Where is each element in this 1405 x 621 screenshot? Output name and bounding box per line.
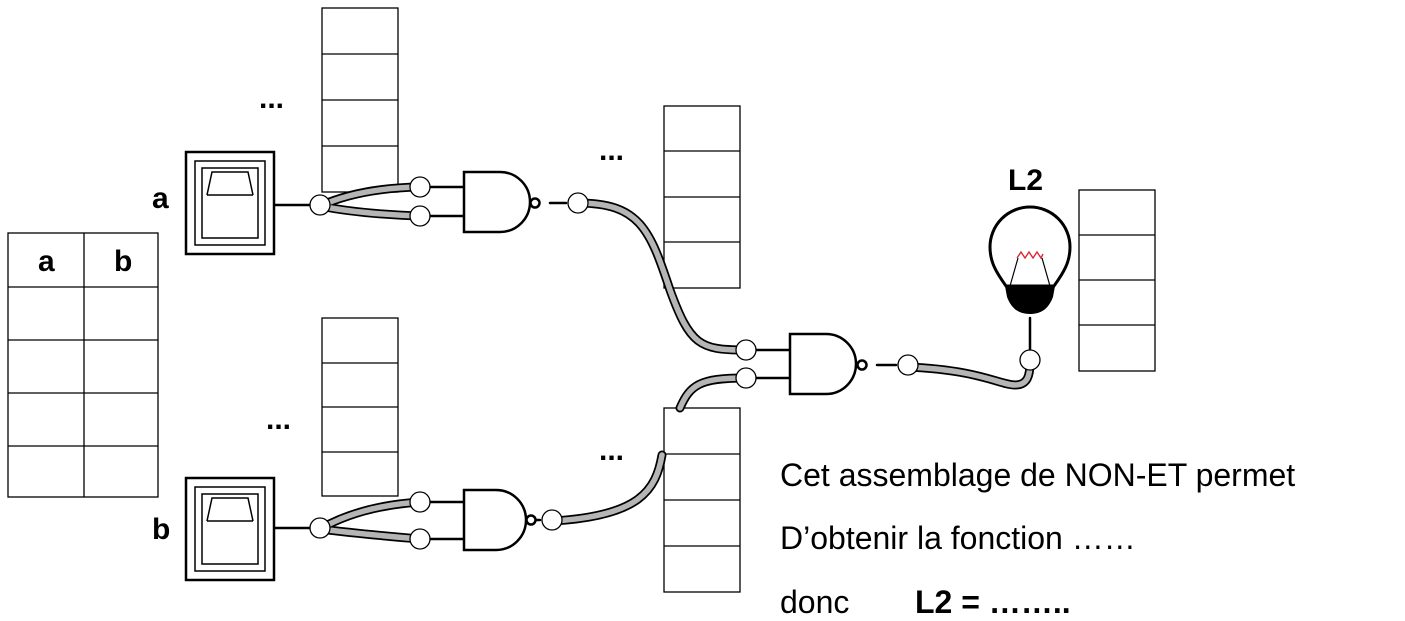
gate1-output-placeholder: ... — [259, 82, 285, 115]
lamp-output-box — [1078, 189, 1156, 372]
gate4-output-placeholder: ... — [599, 434, 625, 467]
gate2-output-placeholder: ... — [266, 403, 292, 436]
explanation-line-1: Cet assemblage de NON-ET permet — [780, 457, 1296, 493]
truth-table — [7, 232, 159, 498]
explanation-line-3-prefix: donc — [780, 584, 850, 620]
light-bulb-icon — [988, 205, 1072, 314]
gate2-output-box — [321, 317, 399, 497]
switch-b-icon — [184, 476, 276, 582]
nand-gate-2-icon — [462, 488, 537, 552]
explanation-line-2: D’obtenir la fonction …… — [780, 520, 1136, 556]
truth-table-header-b: b — [114, 245, 133, 278]
explanation-line-3-formula: L2 = …….. — [915, 584, 1071, 620]
gate1-output-box — [321, 7, 399, 193]
switch-a-icon — [184, 150, 276, 256]
gate3-output-placeholder: ... — [599, 134, 625, 167]
nand-gate-3-icon — [788, 332, 868, 396]
gate4-output-box — [663, 407, 741, 593]
nand-gate-1-icon — [462, 170, 541, 234]
switch-a-label: a — [152, 182, 169, 215]
truth-table-header-a: a — [38, 245, 55, 278]
lamp-label: L2 — [1008, 164, 1044, 197]
gate3-output-box — [663, 105, 741, 289]
switch-b-label: b — [152, 513, 171, 546]
junction-nodes — [309, 176, 1041, 550]
